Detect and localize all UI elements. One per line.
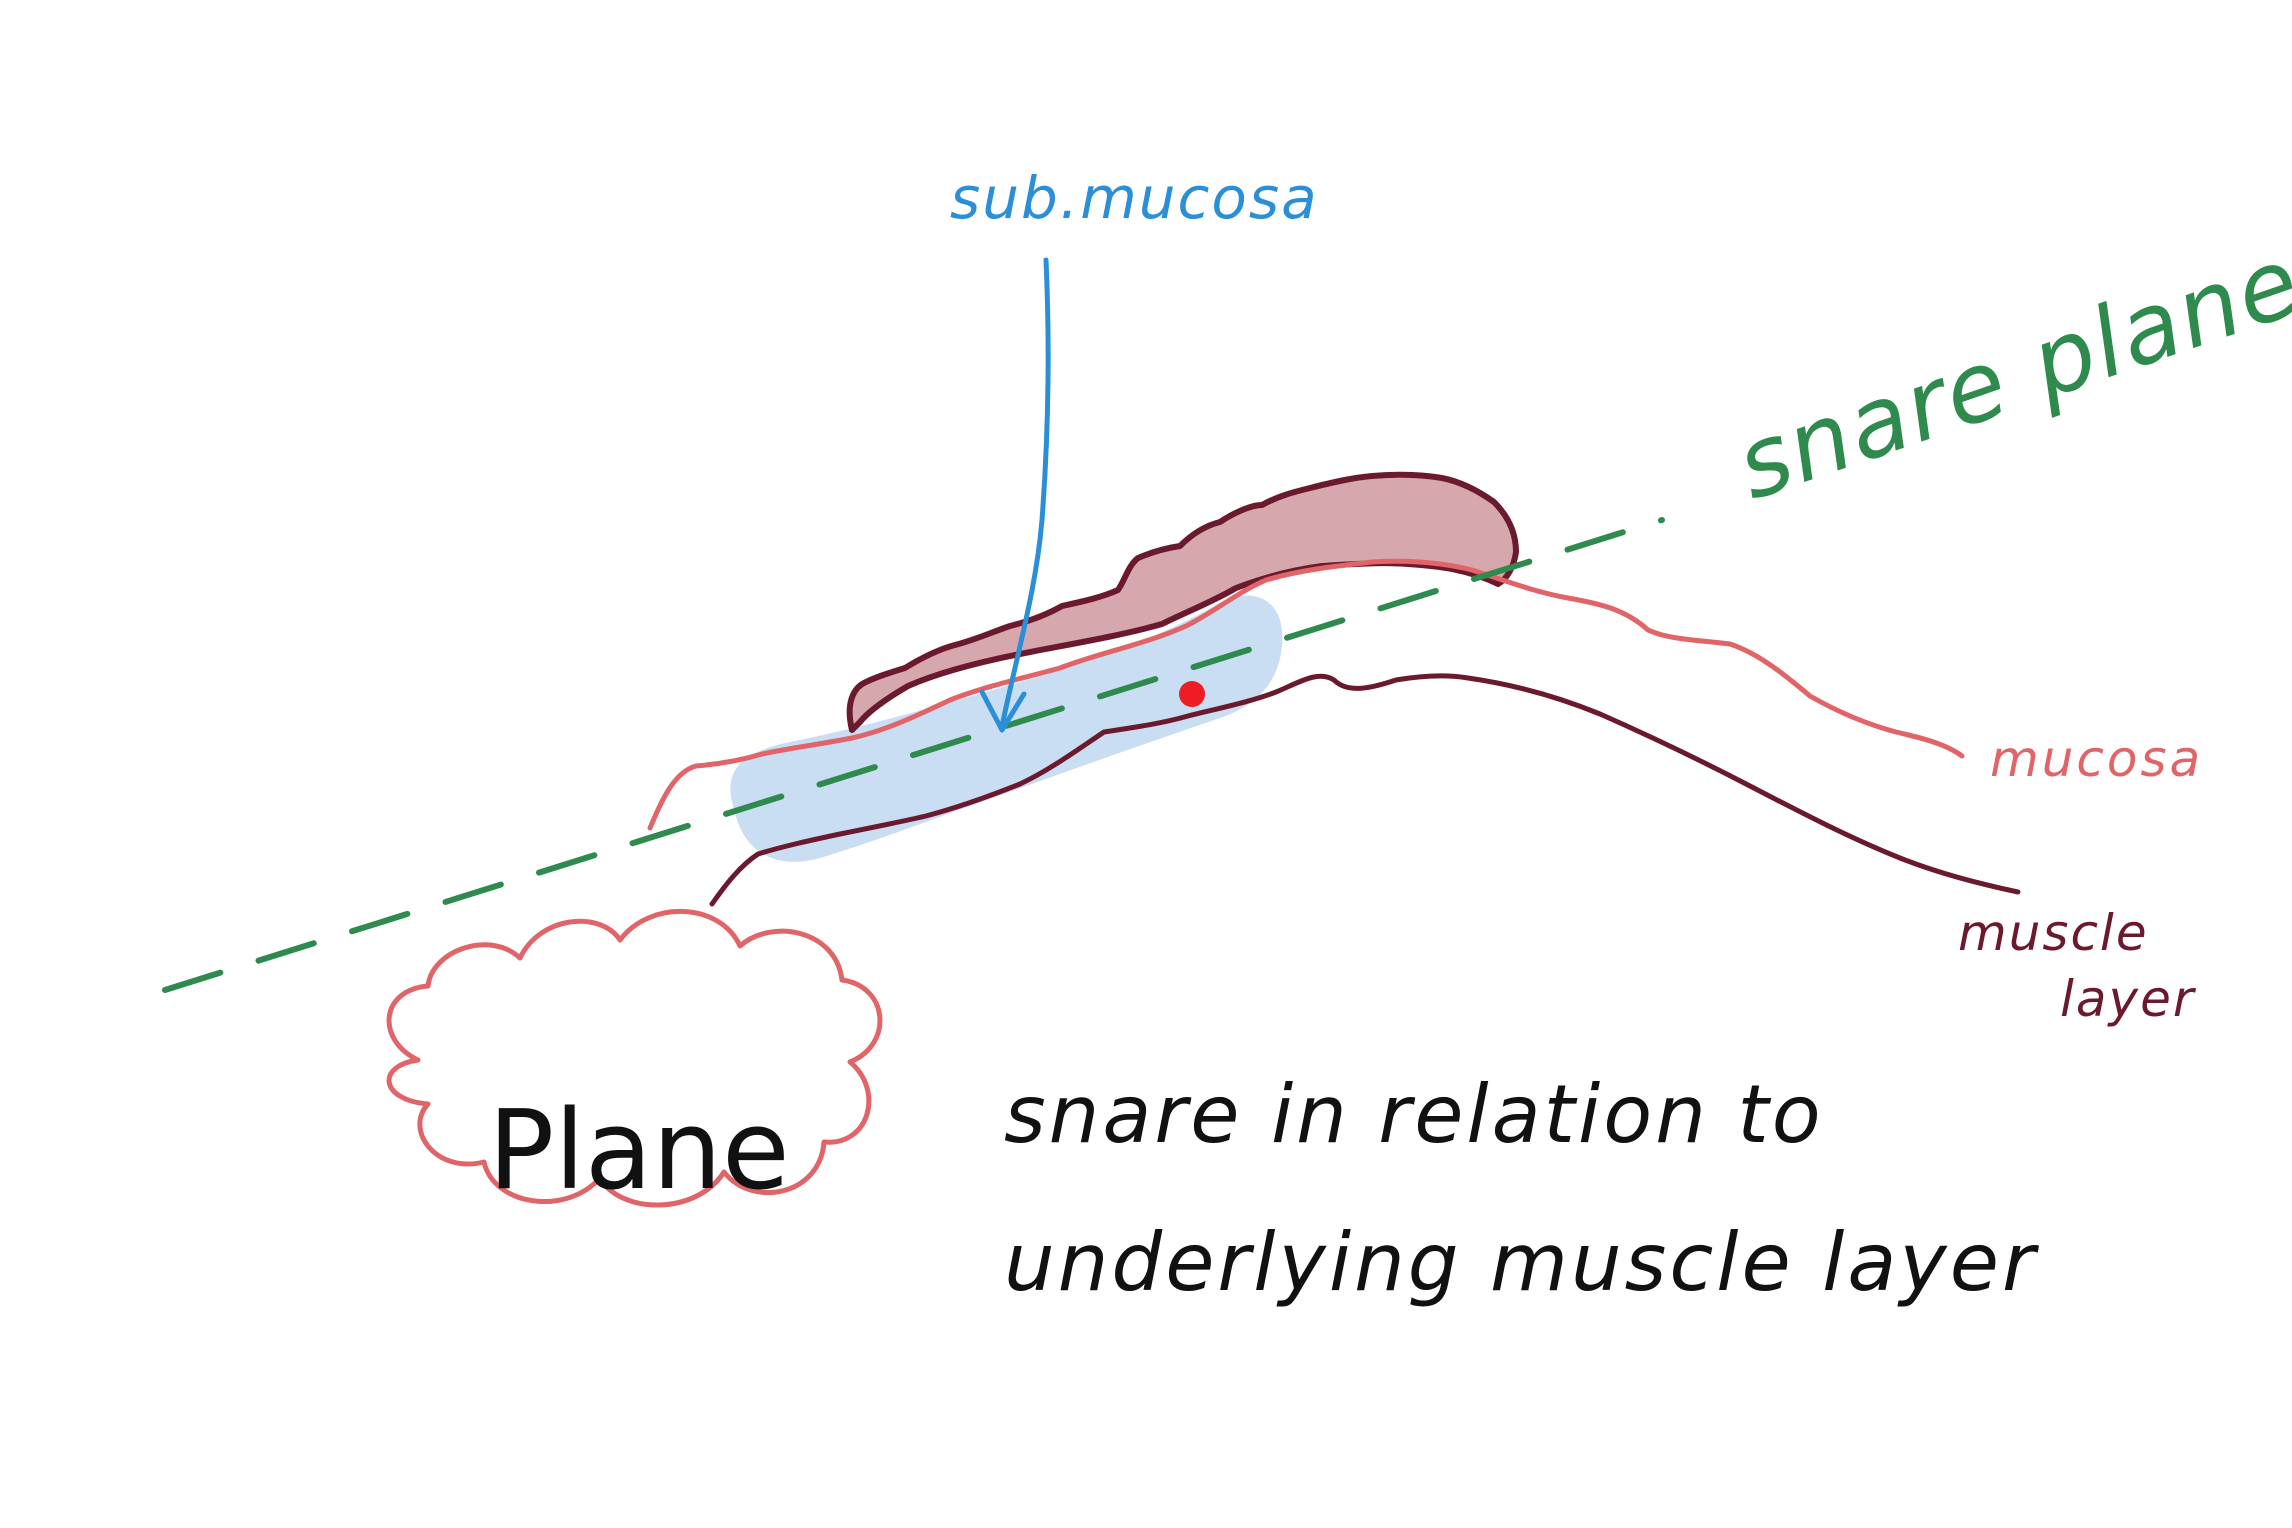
submucosa-label: sub.mucosa bbox=[950, 164, 1319, 232]
muscle-label-line1: muscle bbox=[1958, 904, 2149, 962]
caption-line2: underlying muscle layer bbox=[1004, 1216, 2040, 1309]
lesion bbox=[846, 471, 1519, 733]
caption-line1: snare in relation to bbox=[1004, 1068, 1824, 1161]
submucosa-arrowhead-icon bbox=[979, 689, 1027, 733]
cloud-plane-label: Plane bbox=[488, 1086, 790, 1214]
muscle-layer-line bbox=[709, 673, 2021, 907]
cloud-shape bbox=[386, 908, 883, 1208]
snare-plane-label: snare plane bbox=[1723, 225, 2292, 522]
mucosa-line bbox=[647, 558, 1965, 831]
mucosa-label: mucosa bbox=[1990, 730, 2203, 788]
submucosa-arrow-shaft bbox=[999, 257, 1051, 729]
muscle-label-line2: layer bbox=[2060, 970, 2197, 1028]
snare-plane-line bbox=[162, 517, 1665, 993]
red-dot-marker bbox=[1179, 681, 1205, 707]
